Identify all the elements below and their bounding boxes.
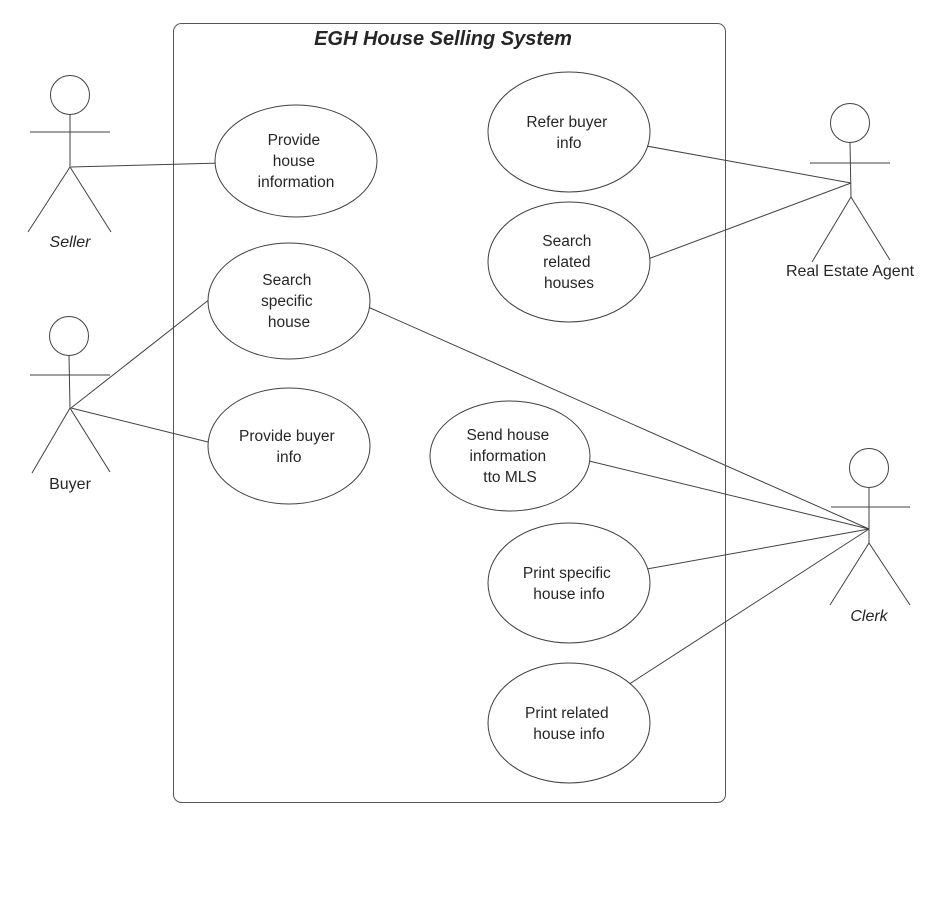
actor-buyer: Buyer [30, 316, 111, 493]
actor-head [830, 103, 870, 143]
actor-label: Buyer [49, 476, 91, 493]
actor-body [849, 142, 852, 198]
actor-leg-right [850, 196, 891, 261]
use-case-print-related-house-info: Print related house info [487, 662, 651, 784]
use-case-label: Print specific house info [523, 565, 615, 603]
use-case-label: Search specific house [261, 272, 317, 331]
ellipse-shape [487, 662, 651, 784]
use-case-send-house-information-to-mls: Send house information tto MLS [429, 400, 591, 512]
actor-leg-left [811, 196, 852, 263]
ellipse-shape [487, 71, 651, 193]
actor-leg-left [829, 542, 870, 606]
use-case-label: Send house information tto MLS [466, 427, 553, 486]
actor-leg-right [868, 542, 911, 606]
actor-head [849, 448, 889, 488]
actor-head [50, 75, 90, 115]
ellipse-shape [207, 387, 371, 505]
system-title: EGH House Selling System [314, 28, 572, 50]
use-cases: Provide house information Refer buyer in… [207, 71, 651, 784]
association-clerk-search-specific-house [367, 306, 870, 530]
actor-leg-left [27, 166, 71, 233]
association-buyer-provide-buyer-info [70, 407, 217, 445]
use-case-label: Print related house info [525, 705, 613, 743]
ellipse-shape [214, 104, 378, 218]
ellipse-shape [207, 242, 371, 360]
use-case-print-specific-house-info: Print specific house info [487, 522, 651, 644]
use-case-label: Refer buyer info [526, 114, 611, 152]
use-case-label: Provide buyer info [239, 428, 339, 466]
actor-clerk: Clerk [829, 448, 911, 625]
actor-seller: Seller [27, 75, 112, 251]
actor-label: Clerk [850, 608, 888, 625]
ellipse-shape [487, 522, 651, 644]
actor-head [49, 316, 89, 356]
actor-label: Seller [50, 234, 92, 251]
use-case-label: Provide house information [258, 132, 335, 191]
use-case-provide-house-information: Provide house information [214, 104, 378, 218]
association-buyer-search-specific-house [70, 294, 216, 409]
actor-leg-left [31, 407, 71, 474]
actor-leg-right [69, 166, 112, 233]
actor-body [68, 355, 71, 409]
system-boundary-box [173, 23, 726, 803]
actor-label: Real Estate Agent [786, 263, 915, 280]
use-case-provide-buyer-info: Provide buyer info [207, 387, 371, 505]
use-case-search-related-houses: Search related houses [487, 201, 651, 323]
ellipse-shape [429, 400, 591, 512]
use-case-search-specific-house: Search specific house [207, 242, 371, 360]
actor-leg-right [69, 407, 111, 473]
association-agent-search-related-houses [639, 182, 852, 263]
association-clerk-send-house-information [584, 459, 870, 530]
ellipse-shape [487, 201, 651, 323]
use-case-label: Search related houses [542, 233, 595, 292]
use-case-refer-buyer-info: Refer buyer info [487, 71, 651, 193]
actors: Seller Buyer Real Estate Agent Clerk [27, 75, 915, 625]
actor-real-estate-agent: Real Estate Agent [786, 103, 915, 280]
